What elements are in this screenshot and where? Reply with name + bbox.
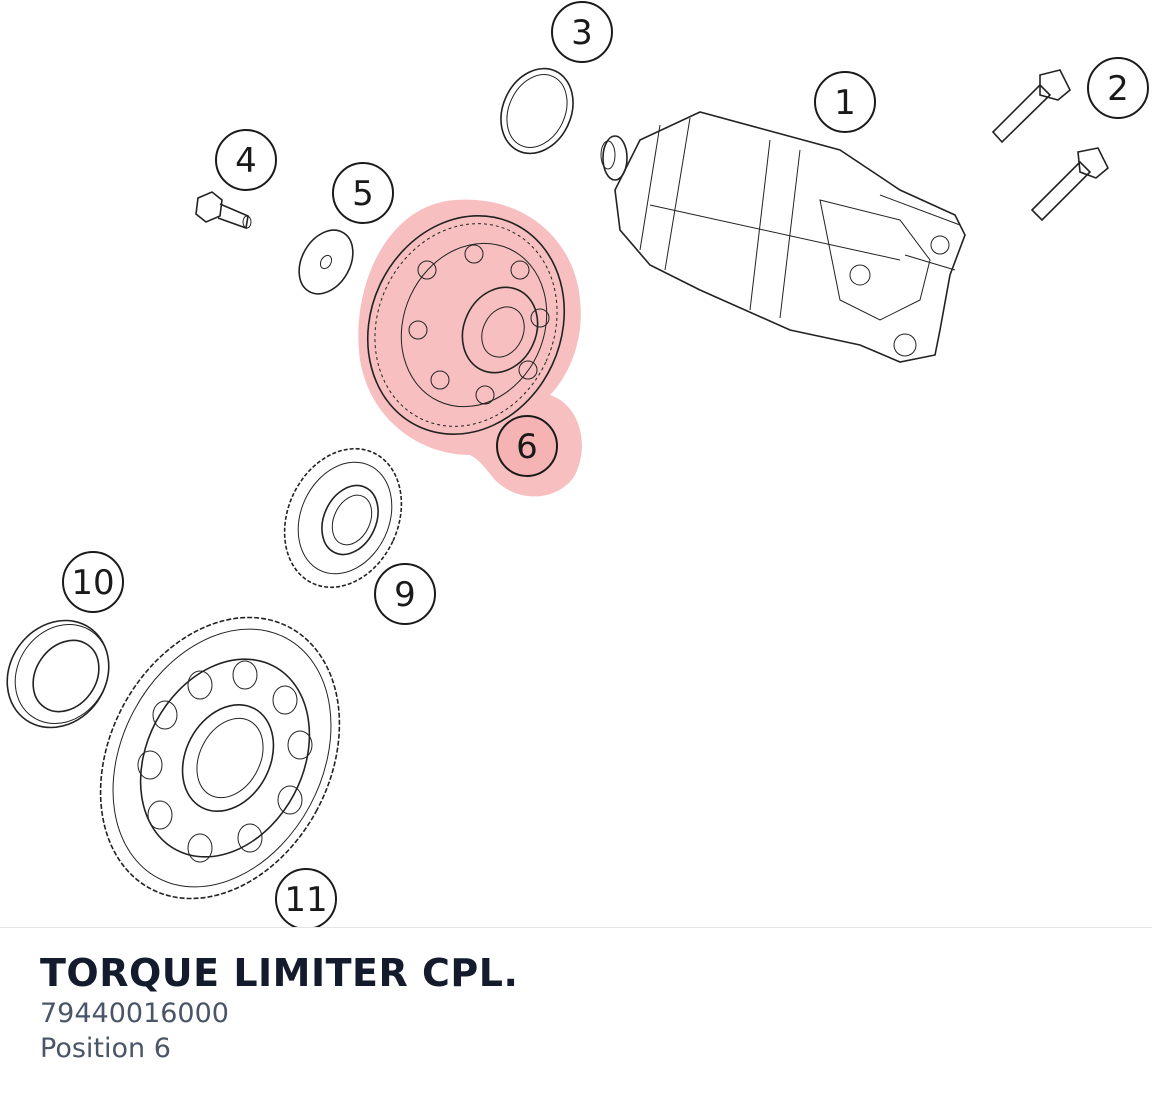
svg-text:1: 1 <box>834 83 856 123</box>
part-title: TORQUE LIMITER CPL. <box>40 951 519 995</box>
callout-11[interactable]: 11 <box>275 868 337 928</box>
part-position: Position 6 <box>40 1033 171 1064</box>
callout-5[interactable]: 5 <box>332 162 394 224</box>
svg-text:9: 9 <box>394 575 416 615</box>
callout-4[interactable]: 4 <box>215 129 277 191</box>
part-9-gear[interactable] <box>263 430 424 607</box>
svg-text:3: 3 <box>571 13 593 53</box>
svg-text:5: 5 <box>352 174 374 214</box>
callout-10[interactable]: 10 <box>62 551 124 613</box>
exploded-parts-diagram: 1 2 3 4 5 6 9 10 11 <box>0 1 1149 928</box>
divider <box>0 927 1152 928</box>
callout-1[interactable]: 1 <box>814 71 876 133</box>
part-6-torque-limiter[interactable] <box>333 183 600 497</box>
part-2-bolts[interactable] <box>991 69 1109 222</box>
part-11-large-gear[interactable] <box>53 576 386 928</box>
svg-text:4: 4 <box>235 141 257 181</box>
part-4-screw[interactable] <box>195 191 252 230</box>
part-1-starter-motor[interactable] <box>600 111 966 363</box>
svg-text:2: 2 <box>1107 69 1129 109</box>
svg-text:10: 10 <box>71 563 114 603</box>
part-10-seal[interactable] <box>0 601 129 748</box>
callout-2[interactable]: 2 <box>1087 57 1149 119</box>
callout-6[interactable]: 6 <box>496 415 558 477</box>
part-3-o-ring[interactable] <box>488 57 587 165</box>
callout-9[interactable]: 9 <box>374 563 436 625</box>
callout-3[interactable]: 3 <box>551 1 613 63</box>
part-info: TORQUE LIMITER CPL. 79440016000 Position… <box>40 950 518 1066</box>
part-number: 79440016000 <box>40 998 229 1029</box>
part-5-washer[interactable] <box>288 221 364 304</box>
svg-text:11: 11 <box>284 880 327 920</box>
svg-text:6: 6 <box>516 427 538 467</box>
